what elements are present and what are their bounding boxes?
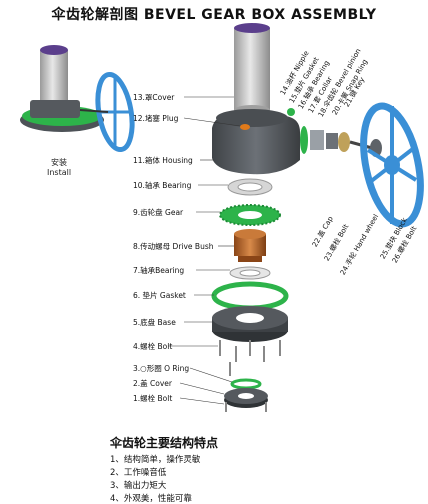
feature-item: 3、输出力矩大 [110,481,167,491]
part-label-12: 12.堵塞 Plug [133,114,179,123]
leader-lines [168,96,241,405]
part-label-1: 1.螺栓 Bolt [133,394,173,403]
bearing-10 [227,178,273,196]
installed-assembly [20,45,135,153]
part-label-7: 7.轴承Bearing [133,266,185,275]
bearing-7 [229,266,271,280]
part-label-9: 9.齿轮盘 Gear [133,208,184,217]
drive-bush-8 [234,229,266,262]
page-title: 伞齿轮解剖图 BEVEL GEAR BOX ASSEMBLY [51,7,377,23]
part-label-8: 8.传动螺母 Drive Bush [133,242,214,251]
feature-item: 4、外观美，性能可靠 [110,494,192,504]
part-label-6: 6. 垫片 Gasket [133,291,186,300]
install-label-cn: 安装 [51,158,68,167]
hand-wheel [360,102,424,228]
housing [212,108,300,175]
feature-item: 1、结构简单，操作灵敏 [110,455,201,465]
cover-2 [224,388,268,408]
features-title: 伞齿轮主要结构特点 [110,436,219,450]
install-label: 安装 Install [47,158,71,178]
bolts-1 [225,402,267,412]
part-label-10: 10.轴承 Bearing [133,181,192,190]
part-label-13: 13.罩Cover [133,93,175,102]
part-label-5: 5.底盘 Base [133,318,176,327]
part-label-2: 2.盖 Cover [133,379,173,388]
feature-item: 2、工作噪音低 [110,468,167,478]
part-label-4: 4.螺栓 Bolt [133,342,173,351]
part-label-3: 3.○形圈 O Ring [133,364,190,373]
install-label-en: Install [47,168,72,177]
gear-9 [219,204,281,226]
base-5 [212,306,288,342]
bolts-4 [219,340,281,376]
part-label-11: 11.箱体 Housing [133,156,193,165]
cover-cylinder [234,23,270,115]
gasket-6 [211,281,289,311]
o-ring-3 [230,378,262,390]
